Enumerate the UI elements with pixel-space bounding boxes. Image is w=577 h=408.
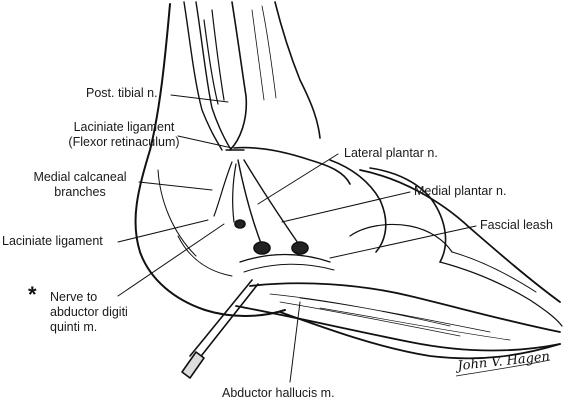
nerve-foramen-1 <box>253 241 271 255</box>
label-fascial-leash: Fascial leash <box>480 218 553 232</box>
svg-text:John V. Hagen: John V. Hagen <box>454 349 551 374</box>
forefoot-bone-2 <box>451 251 537 293</box>
leader-medial-plantar <box>281 191 411 223</box>
midfoot-bones <box>369 167 447 263</box>
label-medial-plantar-n: Medial plantar n. <box>414 184 507 198</box>
heel-contour-2 <box>177 235 233 277</box>
surgical-probe <box>189 279 259 361</box>
tendon-1 <box>183 1 223 151</box>
label-laciniate-ligament-lower: Laciniate ligament <box>2 234 103 248</box>
leader-fascial-leash <box>329 225 477 259</box>
leader-abductor-hallucis <box>289 301 301 383</box>
artist-signature: John V. Hagen <box>454 349 551 377</box>
calcaneal-branch-2 <box>232 163 237 223</box>
label-medial-calcaneal-branches: Medial calcaneal branches <box>22 170 138 200</box>
tendon-4 <box>211 9 225 101</box>
probe-handle <box>181 351 205 379</box>
label-lateral-plantar-n: Lateral plantar n. <box>344 146 438 160</box>
tibia-shading <box>251 5 277 101</box>
tendon-2 <box>195 1 231 149</box>
label-laciniate-ligament: Laciniate ligament (Flexor retinaculum) <box>64 120 184 150</box>
talus-outline <box>233 146 351 185</box>
dorsal-foot-outline <box>359 169 561 303</box>
calcaneal-branch-1 <box>213 161 233 217</box>
label-flexor-retinaculum: (Flexor retinaculum) <box>68 135 180 149</box>
abductor-hallucis-bottom <box>235 305 561 352</box>
label-medial-calcaneal-line1: Medial calcaneal <box>33 170 127 184</box>
navicular-outline <box>329 159 387 253</box>
label-nerve-to-line3: quinti m. <box>50 320 98 334</box>
sole-outline <box>279 311 561 360</box>
heel-inner-contour <box>157 169 197 257</box>
tendon-3 <box>203 19 219 105</box>
leader-nerve-to-adm <box>117 223 225 297</box>
cuneiform-outline <box>349 223 453 253</box>
leader-laciniate-1 <box>177 135 233 149</box>
asterisk-marker: * <box>28 282 37 307</box>
forefoot-bone-1 <box>439 261 563 327</box>
fascial-leash-band <box>239 253 331 263</box>
nerve-foramen-3 <box>234 219 246 229</box>
label-nerve-to-line1: Nerve to <box>50 290 98 304</box>
label-medial-calcaneal-line2: branches <box>54 185 106 199</box>
lateral-plantar-nerve <box>237 159 263 247</box>
nerve-foramen-2 <box>291 241 309 255</box>
tibia-posterior-edge <box>274 1 321 139</box>
abductor-hallucis-top <box>249 282 561 333</box>
leader-lateral-plantar <box>257 153 339 205</box>
abductor-hallucis-fibers <box>269 293 511 341</box>
leader-post-tibial <box>170 94 229 103</box>
label-laciniate-ligament-line1: Laciniate ligament <box>73 120 175 134</box>
label-abductor-hallucis-m: Abductor hallucis m. <box>222 386 335 400</box>
leader-medial-calcaneal <box>138 181 213 191</box>
label-nerve-to-abductor-digiti-quinti: Nerve to abductor digiti quinti m. <box>50 290 128 335</box>
medial-plantar-nerve <box>243 159 301 247</box>
leader-laciniate-2 <box>117 219 209 243</box>
label-nerve-to-line2: abductor digiti <box>50 305 128 319</box>
fascial-leash-band-2 <box>243 263 335 273</box>
tibia-outline <box>229 1 248 151</box>
label-post-tibial-n: Post. tibial n. <box>86 86 158 100</box>
